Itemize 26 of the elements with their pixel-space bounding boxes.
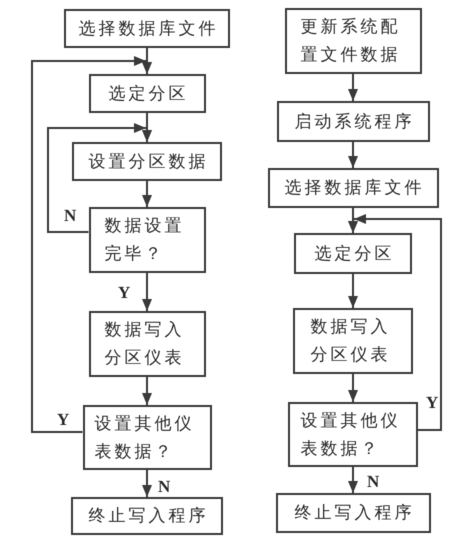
arrow <box>142 181 152 207</box>
process-box: 选择数据库文件 <box>268 168 438 208</box>
process-box: 终止写入程序 <box>71 497 223 535</box>
arrow <box>142 470 152 497</box>
arrow <box>348 214 442 431</box>
process-box: 终止写入程序 <box>276 493 430 533</box>
arrow <box>348 374 358 402</box>
decision-box: 数据设置完毕？ <box>88 207 206 273</box>
process-box: 选定分区 <box>88 74 206 113</box>
arrow <box>348 74 358 101</box>
arrow <box>31 56 152 433</box>
arrow <box>47 123 152 233</box>
process-box: 更新系统配置文件数据 <box>284 8 422 74</box>
arrow <box>142 273 152 311</box>
process-box: 选定分区 <box>294 233 412 274</box>
process-box: 启动系统程序 <box>276 101 430 142</box>
process-box: 选择数据库文件 <box>64 9 230 48</box>
process-box: 数据写入分区仪表 <box>293 308 413 374</box>
process-box: 数据写入分区仪表 <box>88 311 206 377</box>
arrow <box>142 377 152 405</box>
decision-box: 设置其他仪表数据？ <box>288 402 418 467</box>
arrow <box>348 467 358 493</box>
decision-box: 设置其他仪表数据？ <box>82 405 212 470</box>
arrow <box>348 142 358 168</box>
arrow <box>348 274 358 308</box>
process-box: 设置分区数据 <box>72 142 222 181</box>
